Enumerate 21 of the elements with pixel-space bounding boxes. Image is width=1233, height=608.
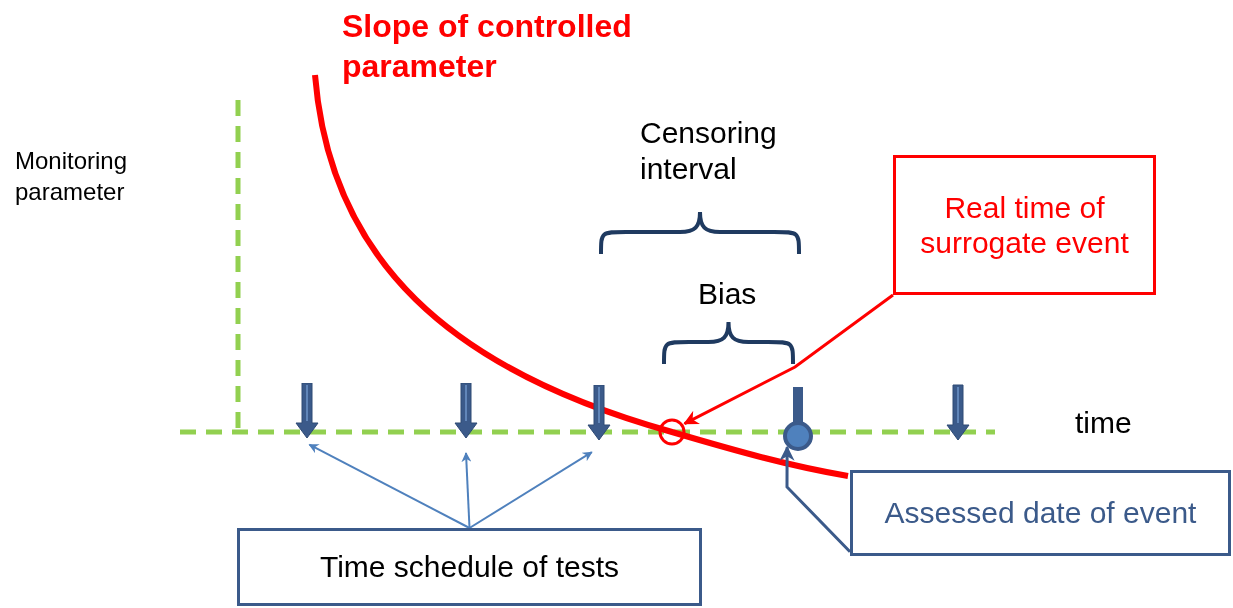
brace-label: Censoring interval [640,115,778,187]
callout-box [893,155,1156,295]
box-label: Time schedule of tests [320,549,619,585]
box-label: Assessed date of event [884,495,1197,531]
down-arrow-icon [454,383,478,439]
down-arrow-icon [587,385,611,441]
brace-label: Bias [698,276,758,312]
assessed-point [782,420,814,452]
arrow [461,452,472,529]
down-arrow-icon [295,383,319,439]
callout-box [237,528,702,606]
axis-label: time [1075,405,1133,441]
callout-box [850,470,1231,556]
curve-label: Slope of controlled parameter [342,7,633,86]
event-circle [658,418,686,446]
axis-label: Monitoring parameter [15,146,129,208]
box-label: Real time of surrogate event [919,189,1130,261]
arrow [308,443,471,529]
arrow [779,445,852,553]
arrow [683,293,894,425]
arrow [468,451,593,529]
